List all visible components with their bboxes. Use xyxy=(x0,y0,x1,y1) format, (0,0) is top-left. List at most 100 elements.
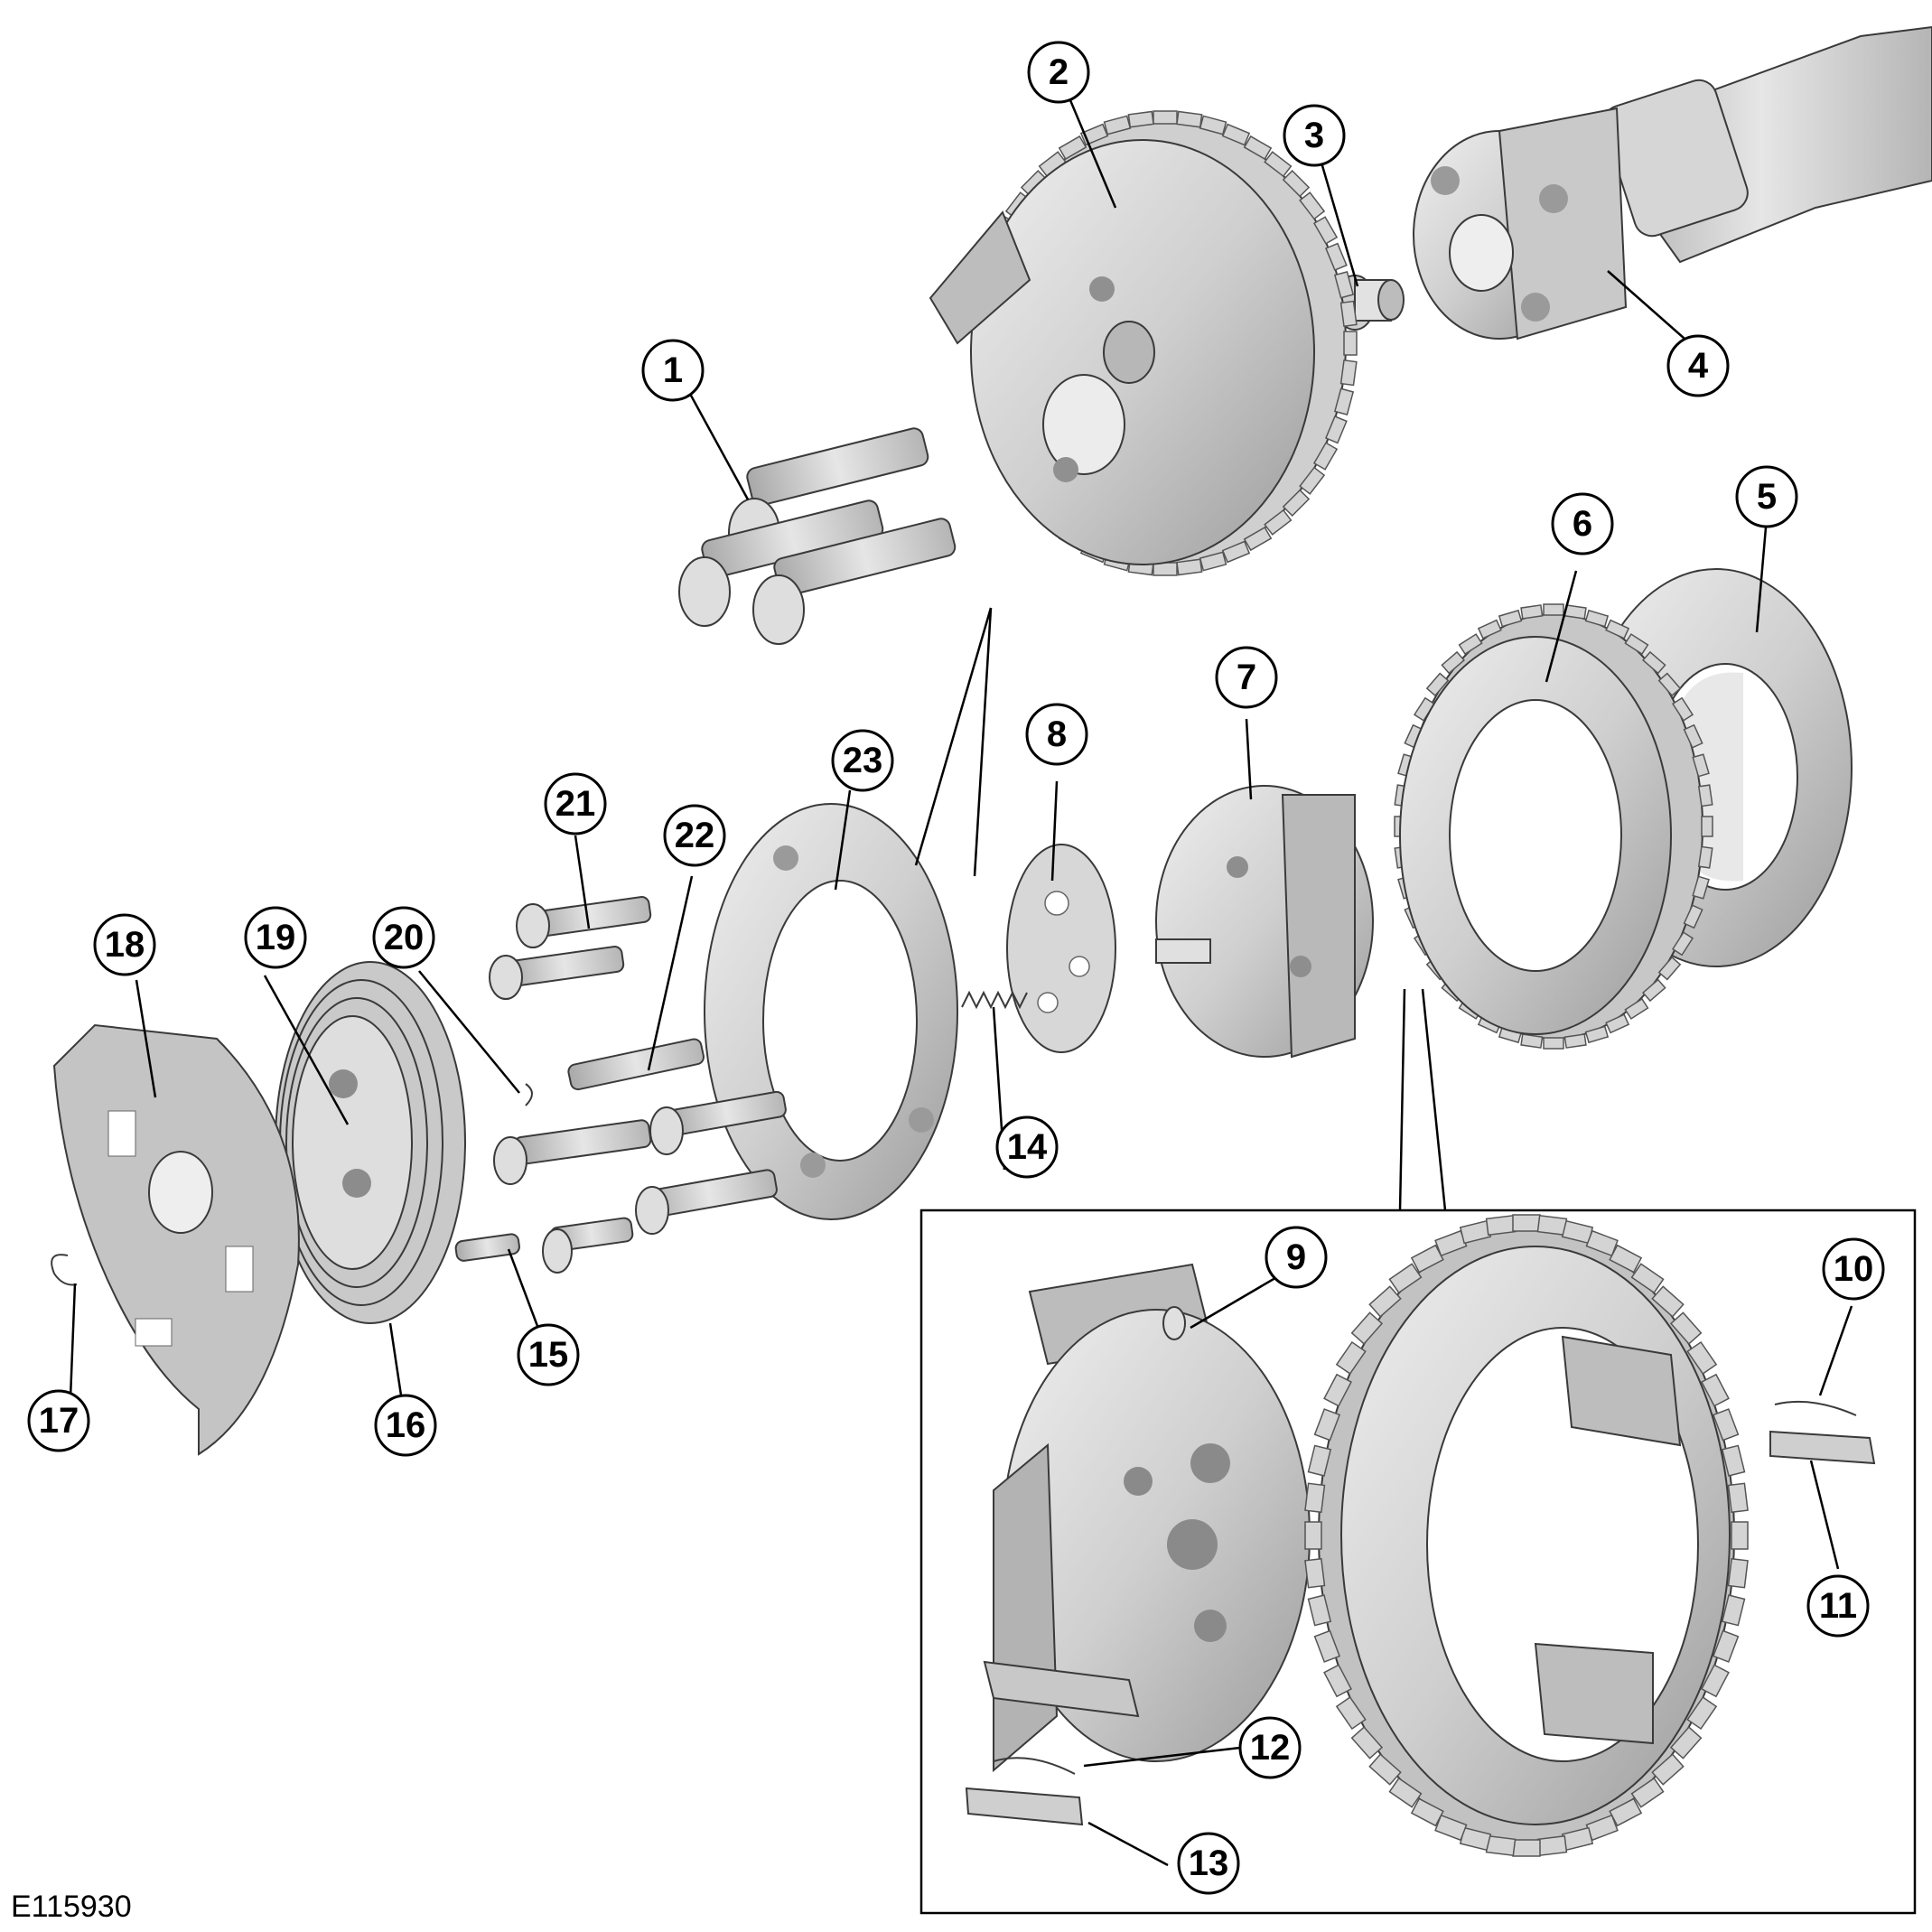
gear-tooth xyxy=(1536,1834,1568,1857)
front-plate-part xyxy=(52,1023,300,1456)
gear-tooth xyxy=(1335,1340,1367,1375)
callout-15: 15 xyxy=(517,1323,580,1386)
gear-tooth xyxy=(1058,135,1087,161)
gear-tooth xyxy=(1692,875,1710,900)
callout-20: 20 xyxy=(372,906,435,969)
callout-6: 6 xyxy=(1551,492,1614,555)
callout-7: 7 xyxy=(1215,646,1278,709)
gear-tooth xyxy=(1563,1033,1587,1049)
gear-tooth xyxy=(1651,1753,1685,1786)
gear-tooth xyxy=(1727,1557,1749,1589)
svg-text:5: 5 xyxy=(1757,477,1777,517)
gear-tooth xyxy=(1323,1664,1352,1698)
gear-tooth xyxy=(1312,216,1339,245)
gear-tooth xyxy=(1304,1482,1326,1514)
gear-tooth xyxy=(1683,904,1703,929)
gear-tooth xyxy=(1312,442,1339,471)
callout-10: 10 xyxy=(1822,1237,1885,1301)
gear-tooth xyxy=(1434,1814,1468,1842)
gear-tooth xyxy=(1701,1664,1730,1698)
gear-tooth xyxy=(1176,110,1203,128)
callout-13: 13 xyxy=(1177,1832,1240,1895)
svg-text:8: 8 xyxy=(1047,714,1067,754)
callout-3: 3 xyxy=(1283,104,1346,167)
callout-5: 5 xyxy=(1735,465,1798,528)
gear-tooth xyxy=(1498,609,1523,628)
gear-tooth xyxy=(1323,1373,1352,1407)
gear-tooth xyxy=(1313,1408,1341,1442)
gear-tooth xyxy=(1727,1482,1749,1514)
svg-text:22: 22 xyxy=(675,816,715,855)
callout-21: 21 xyxy=(544,772,607,835)
gear-tooth xyxy=(1624,633,1649,656)
gear-tooth xyxy=(1642,978,1666,1003)
inset-ring-teeth xyxy=(1304,1214,1749,1857)
gear-tooth xyxy=(1199,115,1227,135)
gear-tooth xyxy=(1669,1726,1703,1759)
svg-text:2: 2 xyxy=(1049,52,1069,92)
svg-text:23: 23 xyxy=(843,741,883,780)
camshaft-part xyxy=(1413,25,1932,341)
callout-18: 18 xyxy=(93,913,156,976)
svg-text:11: 11 xyxy=(1819,1586,1857,1626)
gear-tooth xyxy=(1339,300,1358,328)
gear-tooth xyxy=(1282,489,1311,517)
gear-tooth xyxy=(1683,723,1703,749)
gear-tooth xyxy=(1520,1033,1544,1049)
svg-text:9: 9 xyxy=(1286,1237,1306,1277)
inset-frame xyxy=(919,1209,1917,1915)
callout-16: 16 xyxy=(374,1394,437,1457)
gear-tooth xyxy=(1712,1408,1740,1442)
gear-tooth xyxy=(1697,784,1713,807)
gear-tooth xyxy=(1701,1373,1730,1407)
gear-tooth xyxy=(1543,603,1564,616)
gear-tooth xyxy=(1313,1629,1341,1663)
svg-text:10: 10 xyxy=(1834,1249,1874,1289)
callout-9: 9 xyxy=(1265,1226,1328,1289)
svg-text:21: 21 xyxy=(555,784,596,824)
gear-tooth xyxy=(1324,415,1348,444)
gear-tooth xyxy=(1669,1311,1703,1345)
gear-tooth xyxy=(1324,242,1348,271)
gear-tooth xyxy=(1477,619,1502,639)
gear-tooth xyxy=(1536,1214,1568,1237)
gear-tooth xyxy=(1657,956,1682,981)
svg-text:14: 14 xyxy=(1007,1127,1048,1167)
svg-text:3: 3 xyxy=(1304,116,1324,155)
callout-14: 14 xyxy=(995,1115,1059,1179)
gear-tooth xyxy=(1333,271,1355,299)
gear-tooth xyxy=(1584,1025,1610,1044)
gear-tooth xyxy=(1458,633,1483,656)
clip-20-part xyxy=(525,1083,533,1106)
cover-plate-part xyxy=(704,803,958,1220)
gear-tooth xyxy=(1543,1037,1564,1050)
gear-tooth xyxy=(1299,466,1326,495)
svg-text:18: 18 xyxy=(105,925,145,965)
gear-tooth xyxy=(1307,1594,1332,1627)
gear-tooth xyxy=(1721,1594,1746,1627)
gear-tooth xyxy=(1299,191,1326,220)
gear-tooth xyxy=(1585,1229,1619,1257)
gear-tooth xyxy=(1304,1521,1322,1550)
gear-tooth xyxy=(1343,331,1358,356)
gear-tooth xyxy=(1307,1444,1332,1477)
callout-17: 17 xyxy=(27,1389,90,1452)
gear-tooth xyxy=(1671,931,1694,957)
svg-text:17: 17 xyxy=(39,1401,79,1441)
gear-tooth xyxy=(1605,1013,1630,1034)
gear-tooth xyxy=(1686,1340,1718,1375)
gear-tooth xyxy=(1221,540,1251,564)
callout-1: 1 xyxy=(641,339,705,402)
svg-text:1: 1 xyxy=(663,350,683,390)
gear-tooth xyxy=(1642,650,1666,675)
svg-text:20: 20 xyxy=(384,918,425,957)
gear-tooth xyxy=(1368,1753,1402,1786)
gear-tooth xyxy=(1630,1777,1665,1808)
gear-tooth xyxy=(1176,558,1203,576)
svg-text:6: 6 xyxy=(1573,504,1592,544)
vct-bolts-part xyxy=(678,427,957,645)
gear-tooth xyxy=(1333,387,1355,415)
gear-tooth xyxy=(1657,672,1682,697)
gear-tooth xyxy=(1671,696,1694,722)
